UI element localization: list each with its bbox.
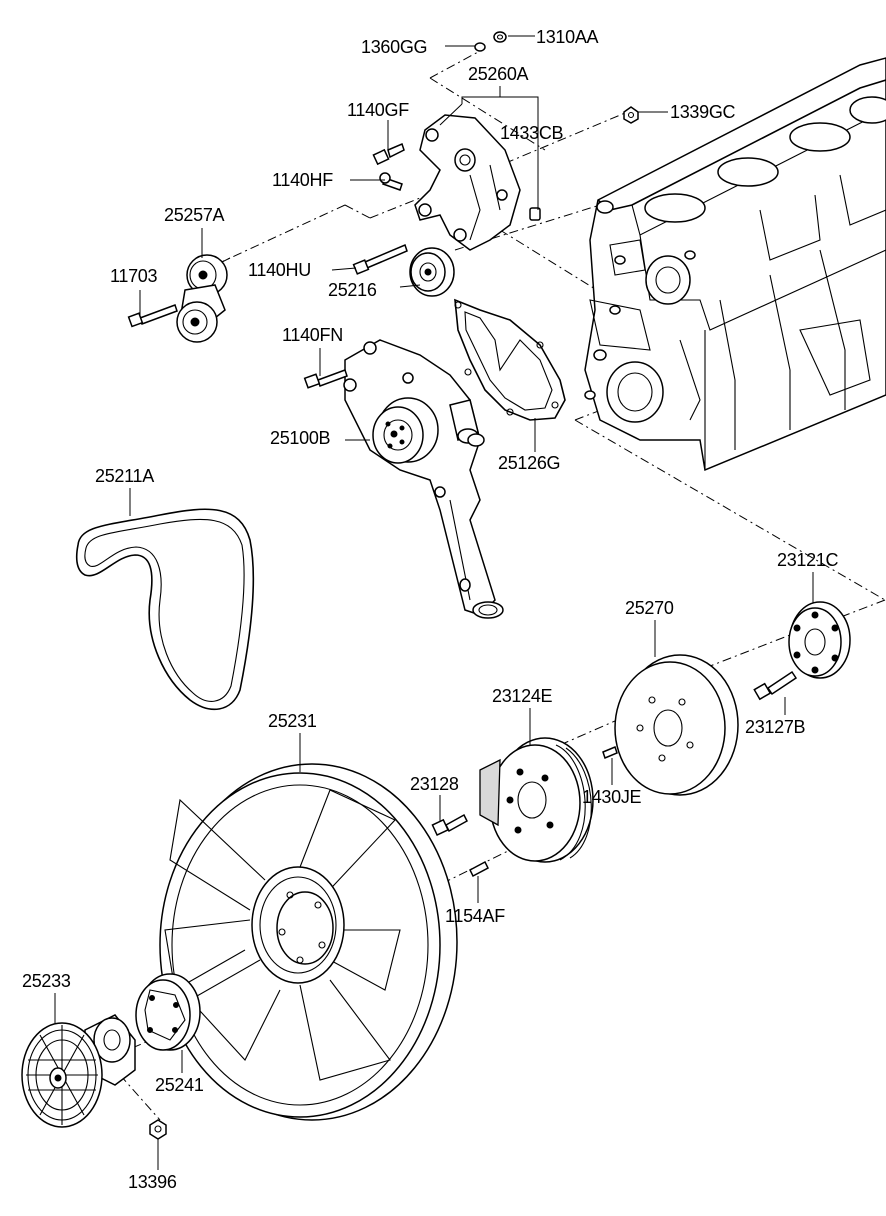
top-hardware bbox=[352, 31, 639, 275]
drive-belt bbox=[75, 508, 255, 711]
crankshaft-damper bbox=[602, 654, 739, 796]
label-1339GC: 1339GC bbox=[670, 102, 736, 122]
label-1140GF: 1140GF bbox=[347, 100, 409, 120]
label-1140HF: 1140HF bbox=[272, 170, 333, 190]
fan-spacer bbox=[135, 973, 201, 1051]
idler-pulley bbox=[409, 247, 455, 297]
label-25216: 25216 bbox=[328, 280, 377, 300]
tensioner-assembly bbox=[127, 254, 228, 343]
label-1140HU: 1140HU bbox=[248, 260, 311, 280]
label-25211A: 25211A bbox=[95, 466, 154, 486]
label-1430JE: 1430JE bbox=[582, 787, 642, 807]
label-25260A: 25260A bbox=[468, 64, 529, 84]
label-1154AF: 1154AF bbox=[445, 906, 505, 926]
label-25233: 25233 bbox=[22, 971, 71, 991]
cooling-fan bbox=[159, 763, 458, 1121]
alternator-bracket bbox=[414, 114, 541, 251]
water-pump bbox=[303, 339, 504, 619]
crank-flange bbox=[753, 601, 851, 701]
label-11703: 11703 bbox=[110, 266, 158, 286]
fan-clutch bbox=[21, 1014, 167, 1140]
label-23127B: 23127B bbox=[745, 717, 806, 737]
crank-pulley bbox=[431, 737, 594, 878]
label-25100B: 25100B bbox=[270, 428, 331, 448]
label-25270: 25270 bbox=[625, 598, 674, 618]
label-25241: 25241 bbox=[155, 1075, 204, 1095]
label-23124E: 23124E bbox=[492, 686, 553, 706]
label-13396: 13396 bbox=[128, 1172, 177, 1192]
label-1433CB: 1433CB bbox=[500, 123, 564, 143]
label-25126G: 25126G bbox=[498, 453, 561, 473]
label-1140FN: 1140FN bbox=[282, 325, 343, 345]
engine-block bbox=[584, 57, 886, 472]
label-1360GG: 1360GG bbox=[361, 37, 428, 57]
label-1310AA: 1310AA bbox=[536, 27, 599, 47]
leader-lines bbox=[54, 35, 814, 1170]
water-pump-gasket bbox=[454, 298, 566, 421]
label-25231: 25231 bbox=[268, 711, 317, 731]
label-25257A: 25257A bbox=[164, 205, 225, 225]
label-23128: 23128 bbox=[410, 774, 459, 794]
label-23121C: 23121C bbox=[777, 550, 839, 570]
